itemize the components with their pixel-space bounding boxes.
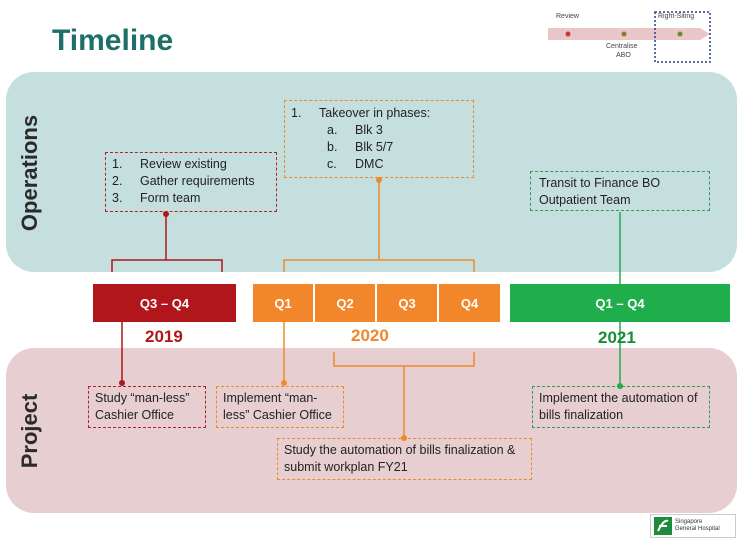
legend-review: Review <box>556 13 579 20</box>
list-item: 1. Takeover in phases: <box>291 106 431 120</box>
legend-abo: ABO <box>616 52 631 59</box>
bar-2020-q4: Q4 <box>439 284 500 322</box>
page-title: Timeline <box>52 24 174 57</box>
year-2020: 2020 <box>351 326 389 345</box>
sgh-logo-icon <box>654 517 672 535</box>
ops-2021-box: Transit to Finance BO Outpatient Team <box>530 171 710 211</box>
ops-2020-box: 1. Takeover in phases: a.Blk 3 b.Blk 5/7… <box>284 100 474 178</box>
year-2021: 2021 <box>598 328 636 347</box>
project-2020-q1-box: Implement “man-less” Cashier Office <box>216 386 344 428</box>
logo-line-2: General Hospital <box>675 526 720 532</box>
ops-2020-sublist: a.Blk 3 b.Blk 5/7 c.DMC <box>327 122 467 173</box>
bar-2020-q1: Q1 <box>253 284 313 322</box>
bar-2019-q3-q4: Q3 – Q4 <box>93 284 236 322</box>
logo-line-1: Singapore <box>675 519 703 525</box>
list-item: 3.Form team <box>112 191 201 205</box>
list-item: a.Blk 3 <box>327 123 383 137</box>
phase-legend-arrow <box>548 11 711 63</box>
legend-right-siting: Right-Siting <box>658 13 695 20</box>
list-item: 1.Review existing <box>112 157 227 171</box>
ops-2019-list: 1.Review existing 2.Gather requirements … <box>112 156 270 207</box>
hospital-logo: Singapore General Hospital <box>650 514 736 538</box>
bar-2020-q2: Q2 <box>315 284 375 322</box>
year-2019: 2019 <box>145 327 183 346</box>
bar-2020-q3: Q3 <box>377 284 437 322</box>
project-2019-box: Study “man-less” Cashier Office <box>88 386 206 428</box>
list-item: 2.Gather requirements <box>112 174 255 188</box>
phase-legend: Review Centralise ABO Right-Siting <box>540 8 730 68</box>
bar-2021-q1-q4: Q1 – Q4 <box>510 284 730 322</box>
operations-band <box>6 72 737 272</box>
list-item: c.DMC <box>327 157 384 171</box>
project-2020-q2-q4-box: Study the automation of bills finalizati… <box>277 438 532 480</box>
list-item: b.Blk 5/7 <box>327 140 394 154</box>
legend-centralise: Centralise <box>606 43 638 50</box>
ops-2019-box: 1.Review existing 2.Gather requirements … <box>105 152 277 212</box>
project-2021-box: Implement the automation of bills finali… <box>532 386 710 428</box>
project-band <box>6 348 737 513</box>
